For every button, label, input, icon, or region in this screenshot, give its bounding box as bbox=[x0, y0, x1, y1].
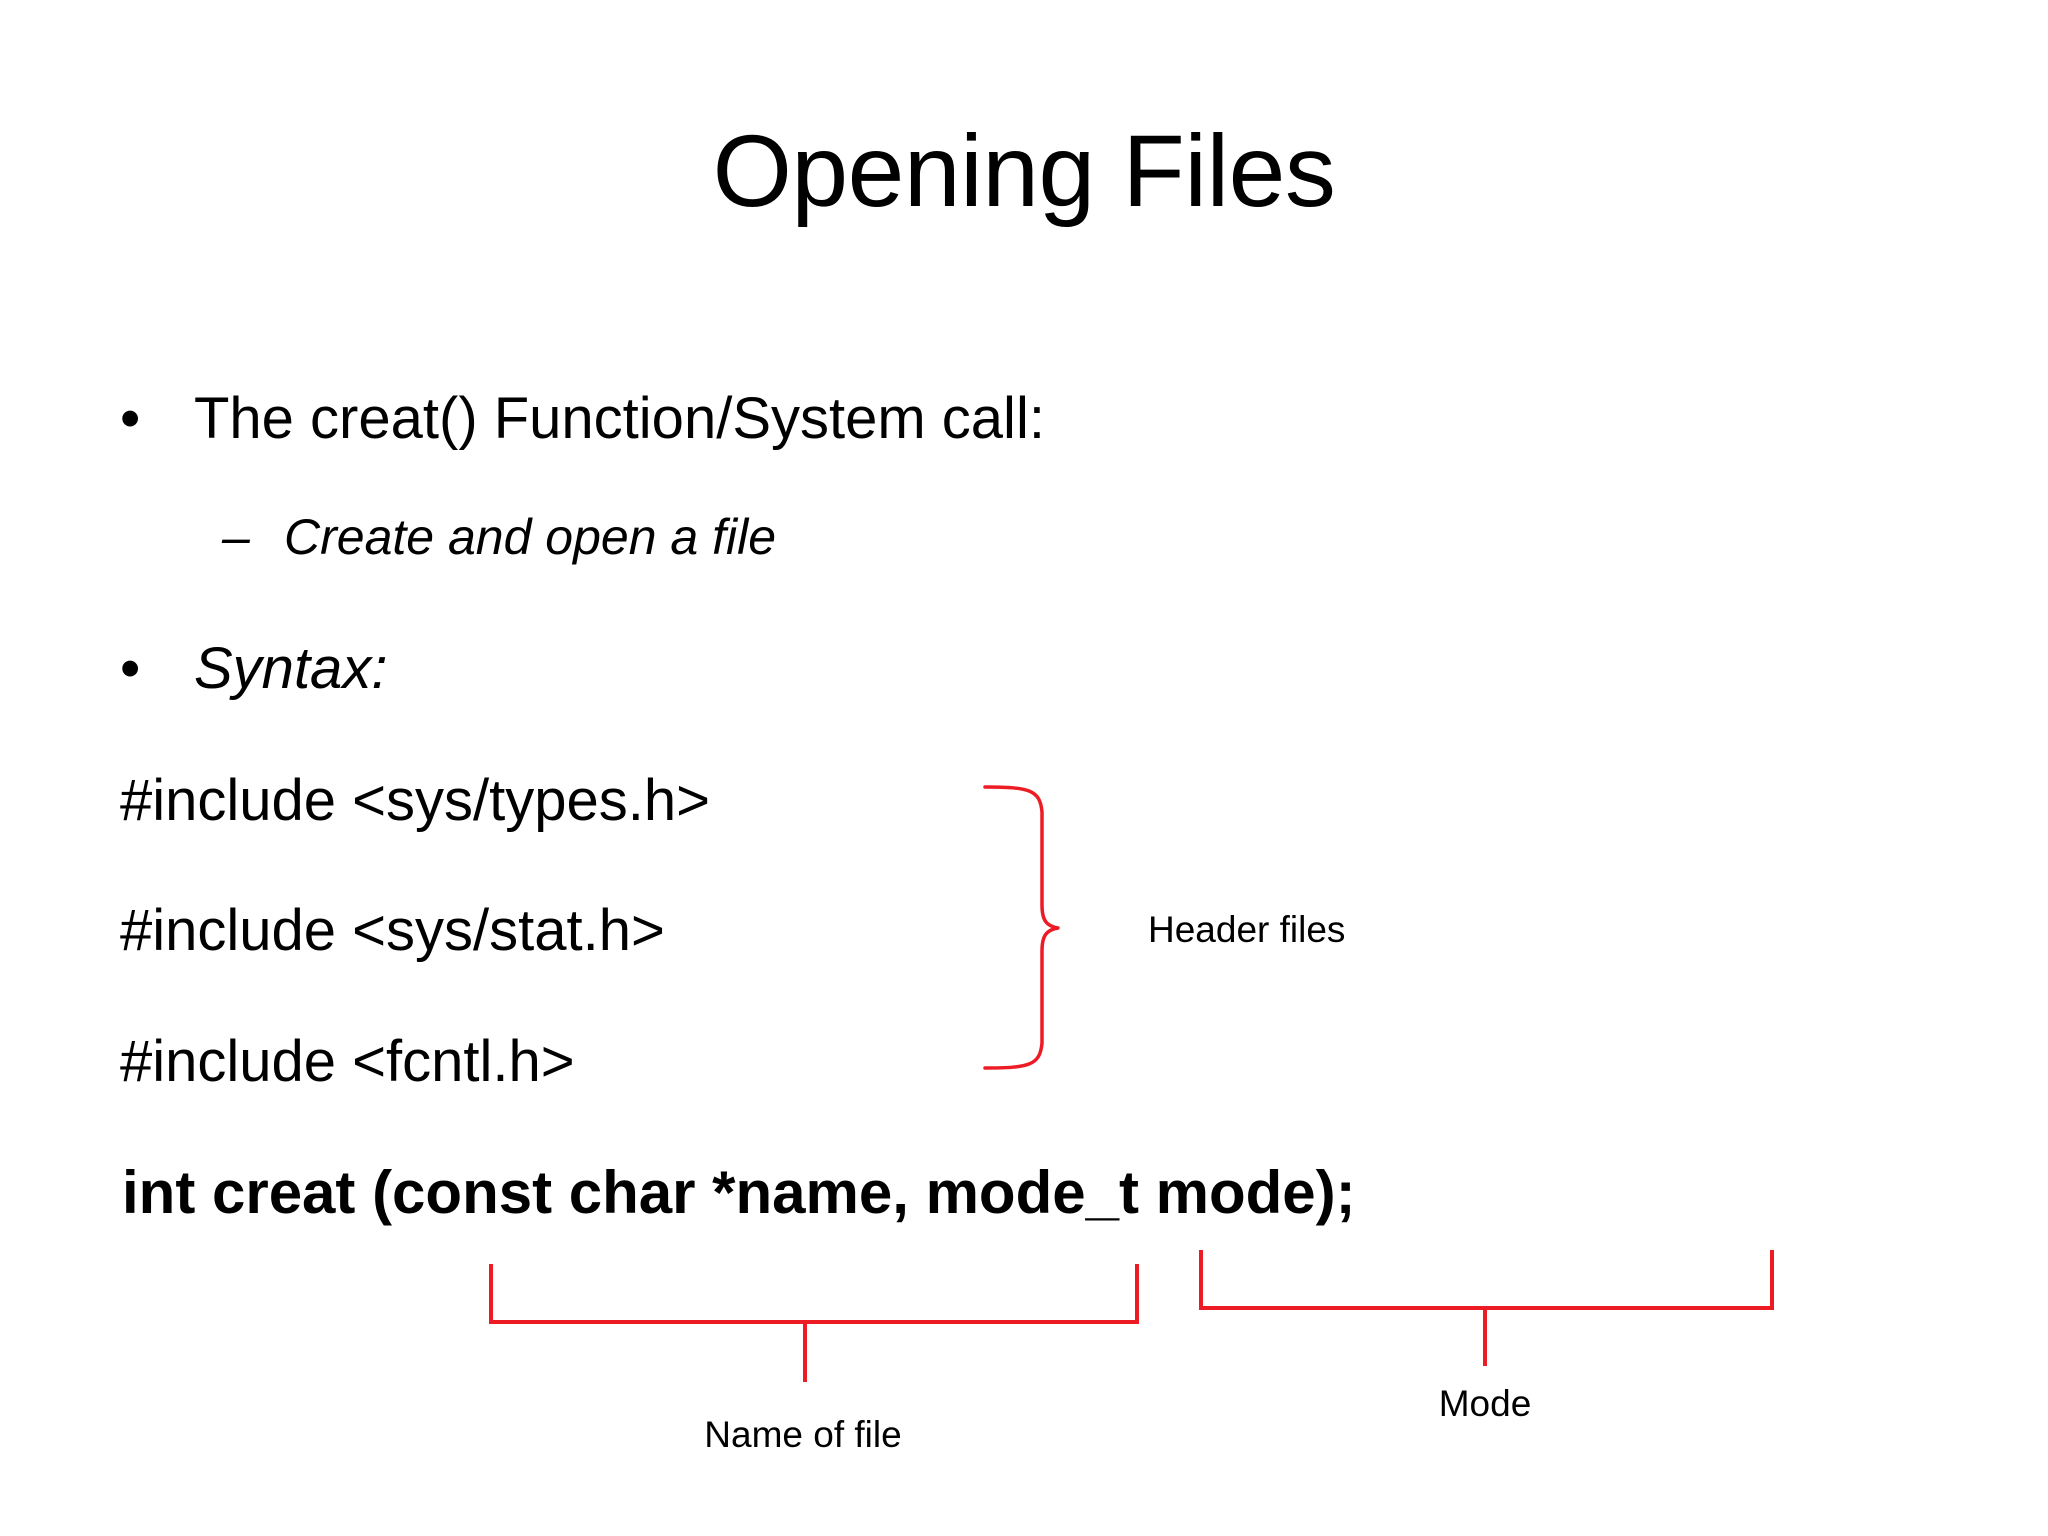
page-title: Opening Files bbox=[712, 114, 1336, 228]
code-line-include-fcntl: #include <fcntl.h> bbox=[120, 1029, 575, 1094]
dash-bullet-icon: – bbox=[222, 509, 250, 565]
code-line-include-stat: #include <sys/stat.h> bbox=[120, 898, 665, 963]
bullet-item-1-label: The creat() Function/System call: bbox=[194, 386, 1045, 451]
name-of-file-bracket-icon bbox=[489, 1264, 1139, 1324]
code-line-creat-signature: int creat (const char *name, mode_t mode… bbox=[122, 1159, 1356, 1226]
header-files-brace-icon bbox=[983, 785, 1060, 1070]
bullet-item-3-label: Syntax: bbox=[194, 636, 388, 701]
mode-bracket-icon bbox=[1199, 1250, 1774, 1310]
bullet-dot-icon: • bbox=[120, 636, 141, 701]
bullet-item-2: – Create and open a file bbox=[222, 508, 776, 566]
annotation-label-name-of-file: Name of file bbox=[704, 1414, 902, 1455]
code-line-include-types: #include <sys/types.h> bbox=[120, 768, 711, 833]
bullet-item-3: • Syntax: bbox=[120, 635, 387, 702]
bullet-item-1: • The creat() Function/System call: bbox=[120, 385, 1045, 452]
bullet-dot-icon: • bbox=[120, 386, 141, 451]
annotation-label-mode: Mode bbox=[1438, 1383, 1532, 1424]
bullet-item-2-label: Create and open a file bbox=[284, 509, 777, 565]
annotation-label-header-files: Header files bbox=[1148, 909, 1346, 950]
